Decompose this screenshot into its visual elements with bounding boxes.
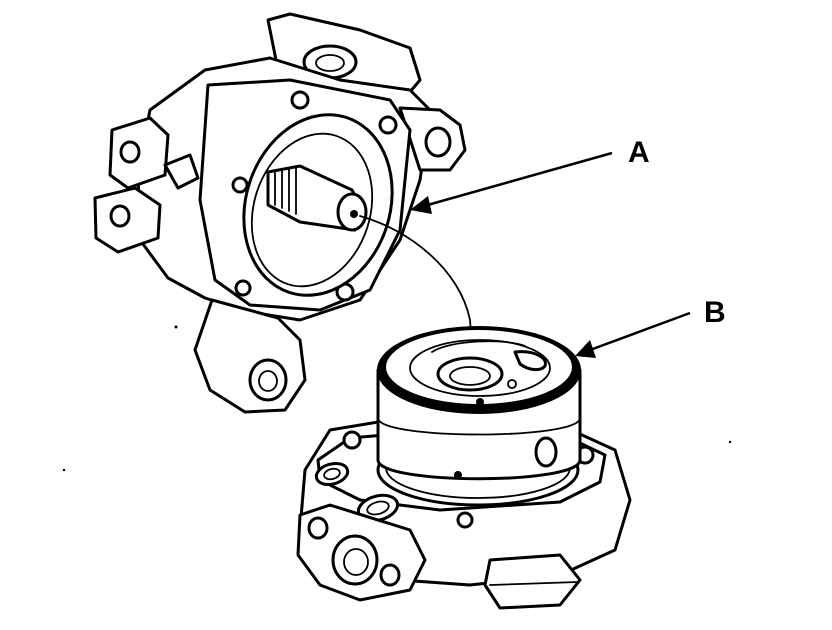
pump-body-part-b xyxy=(296,326,632,610)
callout-b-label: B xyxy=(704,296,726,329)
flange-bolt-hole-5 xyxy=(234,279,252,297)
rotor-dowel-hole xyxy=(476,398,484,406)
scan-speck-2 xyxy=(62,468,66,472)
flange-bolt-hole-1 xyxy=(290,90,310,110)
rotor-arc-slot xyxy=(431,340,526,353)
housing-bore-inner-ring xyxy=(250,132,374,288)
outlet-port-large xyxy=(331,534,379,586)
cam-ring-outer xyxy=(409,339,551,397)
callout-a-arrowhead xyxy=(410,196,432,214)
callout-b: B xyxy=(575,296,726,358)
base-bolt-hole-1 xyxy=(342,430,362,450)
port-oring-left-inner xyxy=(323,467,341,481)
left-tab-upper-hole xyxy=(119,140,141,164)
callout-b-arrowhead xyxy=(575,340,596,358)
outlet-port-small-left xyxy=(307,516,329,540)
housing-sensor-block xyxy=(163,153,200,190)
support-leg-hole-inner xyxy=(258,370,278,392)
rotor-small-port xyxy=(507,379,517,389)
flange-bolt-hole-3 xyxy=(231,176,249,194)
callout-a-leader xyxy=(423,151,613,208)
callout-b-leader xyxy=(589,311,691,352)
rotor-housing-side-port xyxy=(534,436,558,468)
scan-speck-3 xyxy=(728,440,732,444)
callout-a: A xyxy=(410,136,650,214)
shaft-center-hole xyxy=(350,210,358,218)
pump-bottom-fitting xyxy=(483,553,582,610)
rotor-housing-groove xyxy=(377,417,581,436)
right-ear-hole xyxy=(424,126,452,158)
base-bolt-hole-3 xyxy=(456,511,474,529)
callout-a-label: A xyxy=(628,136,650,169)
flange-bolt-hole-2 xyxy=(378,115,398,135)
support-leg-hole xyxy=(248,358,288,402)
alignment-guide-line xyxy=(359,215,476,386)
port-oring-right-inner xyxy=(366,500,390,516)
rotor-housing-pin-hole xyxy=(454,471,462,479)
port-oring-left xyxy=(314,461,350,487)
left-tab-lower-hole xyxy=(109,204,131,228)
shaft-splines xyxy=(274,166,297,215)
housing-part-a xyxy=(93,12,467,414)
scan-speck-1 xyxy=(174,325,178,329)
outlet-port-small-right xyxy=(379,563,401,587)
bottom-fitting-seam xyxy=(489,581,579,586)
top-port-inner xyxy=(315,54,345,72)
rotor-kidney-slot xyxy=(513,350,547,372)
rotor-center-bore-inner xyxy=(449,366,491,386)
outlet-port-large-inner xyxy=(343,548,369,576)
